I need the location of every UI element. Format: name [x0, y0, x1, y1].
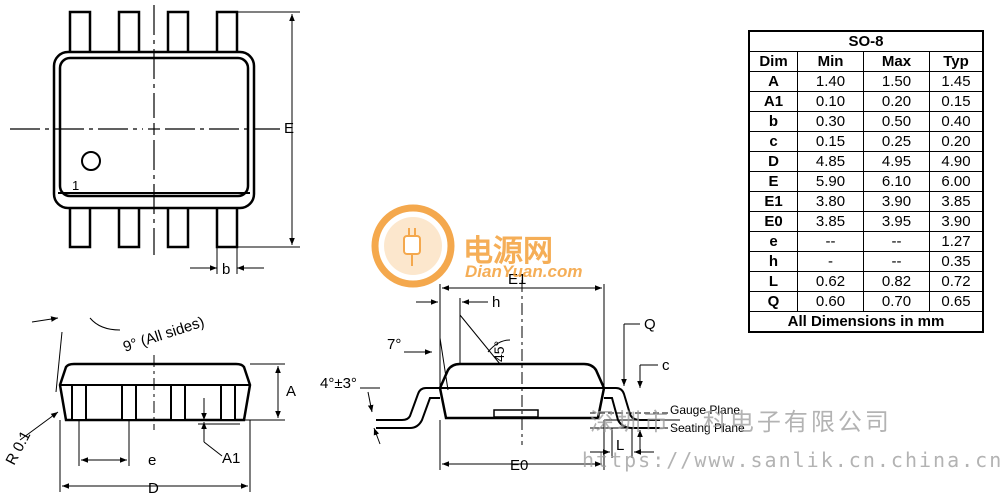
gauge-plane-label: Gauge Plane	[670, 403, 740, 417]
dim-value-cell: 0.30	[797, 111, 864, 132]
table-header-row: Dim Min Max Typ	[748, 51, 984, 72]
dim-name-cell: b	[748, 111, 798, 132]
column-header: Dim	[748, 51, 798, 72]
dim-label-e: e	[148, 452, 156, 469]
dim-name-cell: e	[748, 231, 798, 252]
column-header: Max	[863, 51, 930, 72]
table-row: e----1.27	[748, 231, 984, 252]
pin1-marker-icon	[81, 151, 101, 171]
dim-label-E0: E0	[510, 457, 528, 474]
dim-label-Q: Q	[644, 316, 656, 333]
dim-value-cell: 0.10	[797, 91, 864, 112]
dim-name-cell: D	[748, 151, 798, 172]
dim-value-cell: 0.72	[929, 271, 984, 292]
dim-value-cell: --	[863, 231, 930, 252]
dim-value-cell: --	[797, 231, 864, 252]
dianyuan-logo	[371, 204, 455, 288]
dim-value-cell: 0.40	[929, 111, 984, 132]
dim-value-cell: 4.90	[929, 151, 984, 172]
column-header: Typ	[929, 51, 984, 72]
dim-label-A: A	[286, 383, 296, 400]
dim-label-A1: A1	[222, 450, 240, 467]
dim-value-cell: 4.85	[797, 151, 864, 172]
dim-label-E: E	[284, 120, 294, 137]
top-view	[10, 5, 300, 274]
table-row: h---0.35	[748, 251, 984, 272]
dim-value-cell: 0.15	[797, 131, 864, 152]
company-watermark: 深圳市...科电子有限公司	[590, 408, 892, 436]
dim-value-cell: 3.85	[797, 211, 864, 232]
radius-label-R: R 0.1	[3, 428, 35, 468]
dim-value-cell: -	[797, 251, 864, 272]
url-watermark: https://www.sanlik.cn.china.cn	[582, 448, 1000, 472]
dim-label-h: h	[492, 294, 500, 311]
table-title: SO-8	[748, 30, 984, 52]
dim-name-cell: E	[748, 171, 798, 192]
dim-name-cell: Q	[748, 291, 798, 312]
dim-label-b: b	[222, 261, 230, 278]
dim-value-cell: 0.60	[797, 291, 864, 312]
dim-value-cell: 5.90	[797, 171, 864, 192]
column-header: Min	[797, 51, 864, 72]
table-footer: All Dimensions in mm	[748, 311, 984, 333]
dim-value-cell: 0.20	[863, 91, 930, 112]
dim-value-cell: 0.25	[863, 131, 930, 152]
logo-text-cn: 电源网	[463, 234, 553, 269]
dim-value-cell: 6.00	[929, 171, 984, 192]
dim-value-cell: 0.15	[929, 91, 984, 112]
dim-value-cell: 3.90	[863, 191, 930, 212]
dim-value-cell: 0.70	[863, 291, 930, 312]
dim-value-cell: 0.50	[863, 111, 930, 132]
dim-value-cell: 0.62	[797, 271, 864, 292]
dim-value-cell: --	[863, 251, 930, 272]
dim-value-cell: 1.45	[929, 71, 984, 92]
dim-value-cell: 0.35	[929, 251, 984, 272]
end-view	[360, 280, 680, 470]
dim-value-cell: 0.65	[929, 291, 984, 312]
dim-value-cell: 6.10	[863, 171, 930, 192]
seating-plane-label: Seating Plane	[670, 421, 745, 435]
dim-name-cell: E0	[748, 211, 798, 232]
dim-name-cell: A	[748, 71, 798, 92]
dim-value-cell: 3.85	[929, 191, 984, 212]
dim-label-D: D	[148, 480, 159, 497]
plug-icon	[403, 228, 421, 266]
angle-label-4deg: 4°±3°	[320, 375, 357, 392]
dim-name-cell: E1	[748, 191, 798, 212]
dim-name-cell: h	[748, 251, 798, 272]
logo-text-en: DianYuan.com	[465, 262, 583, 281]
dim-value-cell: 3.90	[929, 211, 984, 232]
dim-name-cell: A1	[748, 91, 798, 112]
dim-label-L: L	[616, 437, 624, 454]
pin1-label: 1	[72, 178, 79, 193]
angle-label-7deg: 7°	[387, 336, 401, 353]
dim-label-E1: E1	[508, 271, 526, 288]
dim-value-cell: 4.95	[863, 151, 930, 172]
side-view	[19, 316, 285, 492]
dim-value-cell: 3.95	[863, 211, 930, 232]
dim-label-c: c	[662, 357, 670, 374]
dim-value-cell: 1.27	[929, 231, 984, 252]
dim-value-cell: 1.50	[863, 71, 930, 92]
angle-label-9deg: 9° (All sides)	[121, 314, 206, 356]
dim-name-cell: c	[748, 131, 798, 152]
angle-label-45deg: 45°	[491, 341, 507, 362]
dim-value-cell: 3.80	[797, 191, 864, 212]
dim-value-cell: 1.40	[797, 71, 864, 92]
dim-value-cell: 0.82	[863, 271, 930, 292]
dim-value-cell: 0.20	[929, 131, 984, 152]
dim-name-cell: L	[748, 271, 798, 292]
